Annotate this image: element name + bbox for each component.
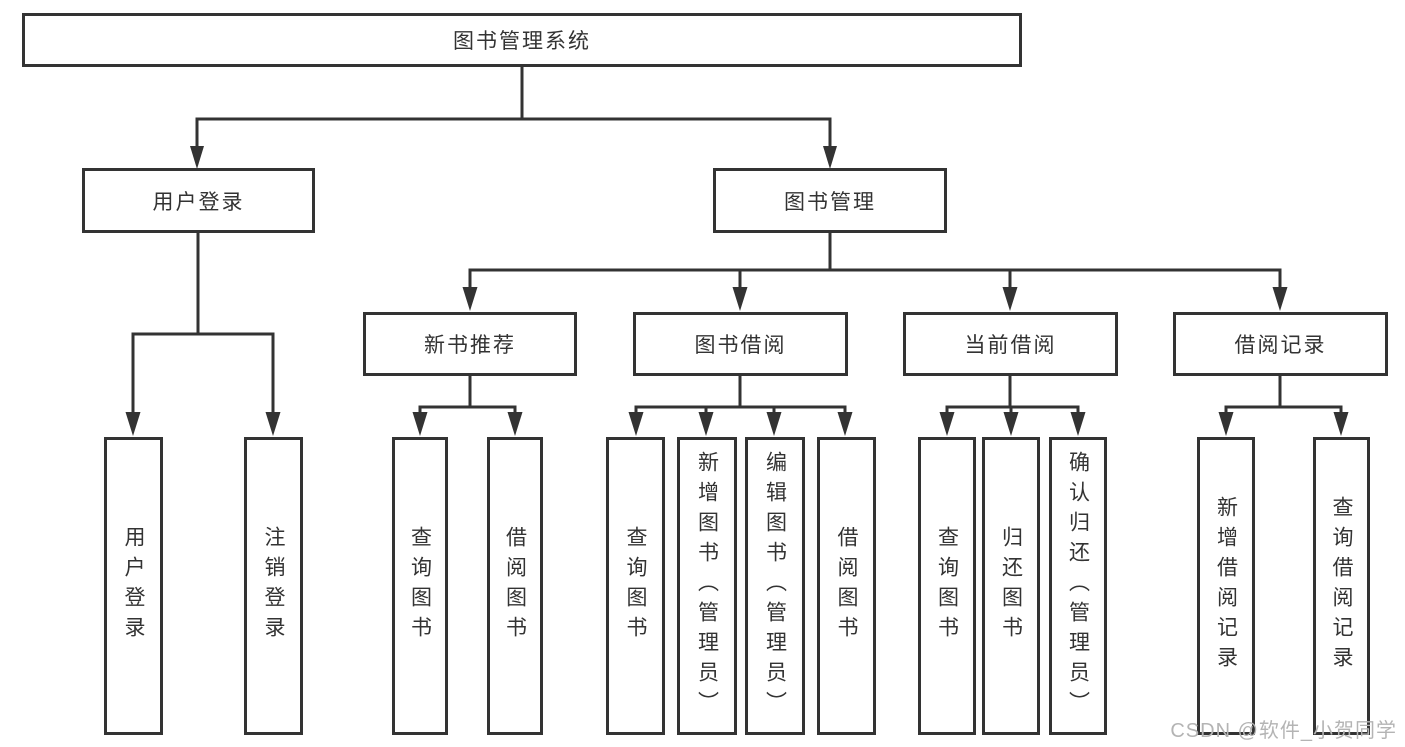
leaf-query-books-borrowing: 查询图书 bbox=[606, 437, 665, 735]
leaf-edit-book-admin-label: 编辑图书（管理员） bbox=[763, 451, 787, 721]
leaf-query-books-recommend-label: 查询图书 bbox=[408, 526, 432, 646]
leaf-edit-book-admin: 编辑图书（管理员） bbox=[745, 437, 805, 735]
leaf-user-login-label: 用户登录 bbox=[122, 526, 145, 646]
leaf-add-book-admin: 新增图书（管理员） bbox=[677, 437, 737, 735]
leaf-add-borrow-record: 新增借阅记录 bbox=[1197, 437, 1255, 735]
leaf-query-books-borrowing-label: 查询图书 bbox=[624, 526, 647, 646]
node-library-management-system-label: 图书管理系统 bbox=[453, 30, 591, 53]
leaf-add-borrow-record-label: 新增借阅记录 bbox=[1214, 496, 1238, 676]
node-current-borrowing: 当前借阅 bbox=[903, 312, 1118, 376]
node-new-book-recommendation-label: 新书推荐 bbox=[424, 334, 516, 357]
leaf-logout-label: 注销登录 bbox=[262, 526, 285, 646]
leaf-add-book-admin-label: 新增图书（管理员） bbox=[695, 451, 719, 721]
node-borrowing-records-label: 借阅记录 bbox=[1234, 334, 1327, 357]
leaf-borrow-books-recommend-label: 借阅图书 bbox=[503, 526, 527, 646]
leaf-borrow-books-label: 借阅图书 bbox=[835, 526, 858, 646]
node-book-borrowing: 图书借阅 bbox=[633, 312, 848, 376]
csdn-watermark: CSDN @软件_小贺同学 bbox=[1170, 720, 1397, 742]
node-new-book-recommendation: 新书推荐 bbox=[363, 312, 577, 376]
leaf-confirm-return-admin-label: 确认归还（管理员） bbox=[1066, 451, 1090, 721]
node-user-login-label: 用户登录 bbox=[152, 190, 245, 214]
node-book-management-label: 图书管理 bbox=[784, 190, 876, 214]
leaf-logout: 注销登录 bbox=[244, 437, 303, 735]
leaf-query-books-recommend: 查询图书 bbox=[392, 437, 448, 735]
leaf-confirm-return-admin: 确认归还（管理员） bbox=[1049, 437, 1107, 735]
node-borrowing-records: 借阅记录 bbox=[1173, 312, 1388, 376]
leaf-borrow-books-recommend: 借阅图书 bbox=[487, 437, 543, 735]
leaf-query-books-current: 查询图书 bbox=[918, 437, 976, 735]
leaf-query-books-current-label: 查询图书 bbox=[935, 526, 959, 646]
leaf-user-login: 用户登录 bbox=[104, 437, 163, 735]
node-library-management-system: 图书管理系统 bbox=[22, 13, 1022, 67]
node-user-login: 用户登录 bbox=[82, 168, 315, 233]
leaf-query-borrow-record: 查询借阅记录 bbox=[1313, 437, 1370, 735]
leaf-return-book-label: 归还图书 bbox=[999, 526, 1023, 646]
leaf-borrow-books: 借阅图书 bbox=[817, 437, 876, 735]
node-book-borrowing-label: 图书借阅 bbox=[694, 334, 787, 357]
leaf-query-borrow-record-label: 查询借阅记录 bbox=[1330, 496, 1353, 676]
node-current-borrowing-label: 当前借阅 bbox=[964, 334, 1057, 357]
node-book-management: 图书管理 bbox=[713, 168, 947, 233]
leaf-return-book: 归还图书 bbox=[982, 437, 1040, 735]
